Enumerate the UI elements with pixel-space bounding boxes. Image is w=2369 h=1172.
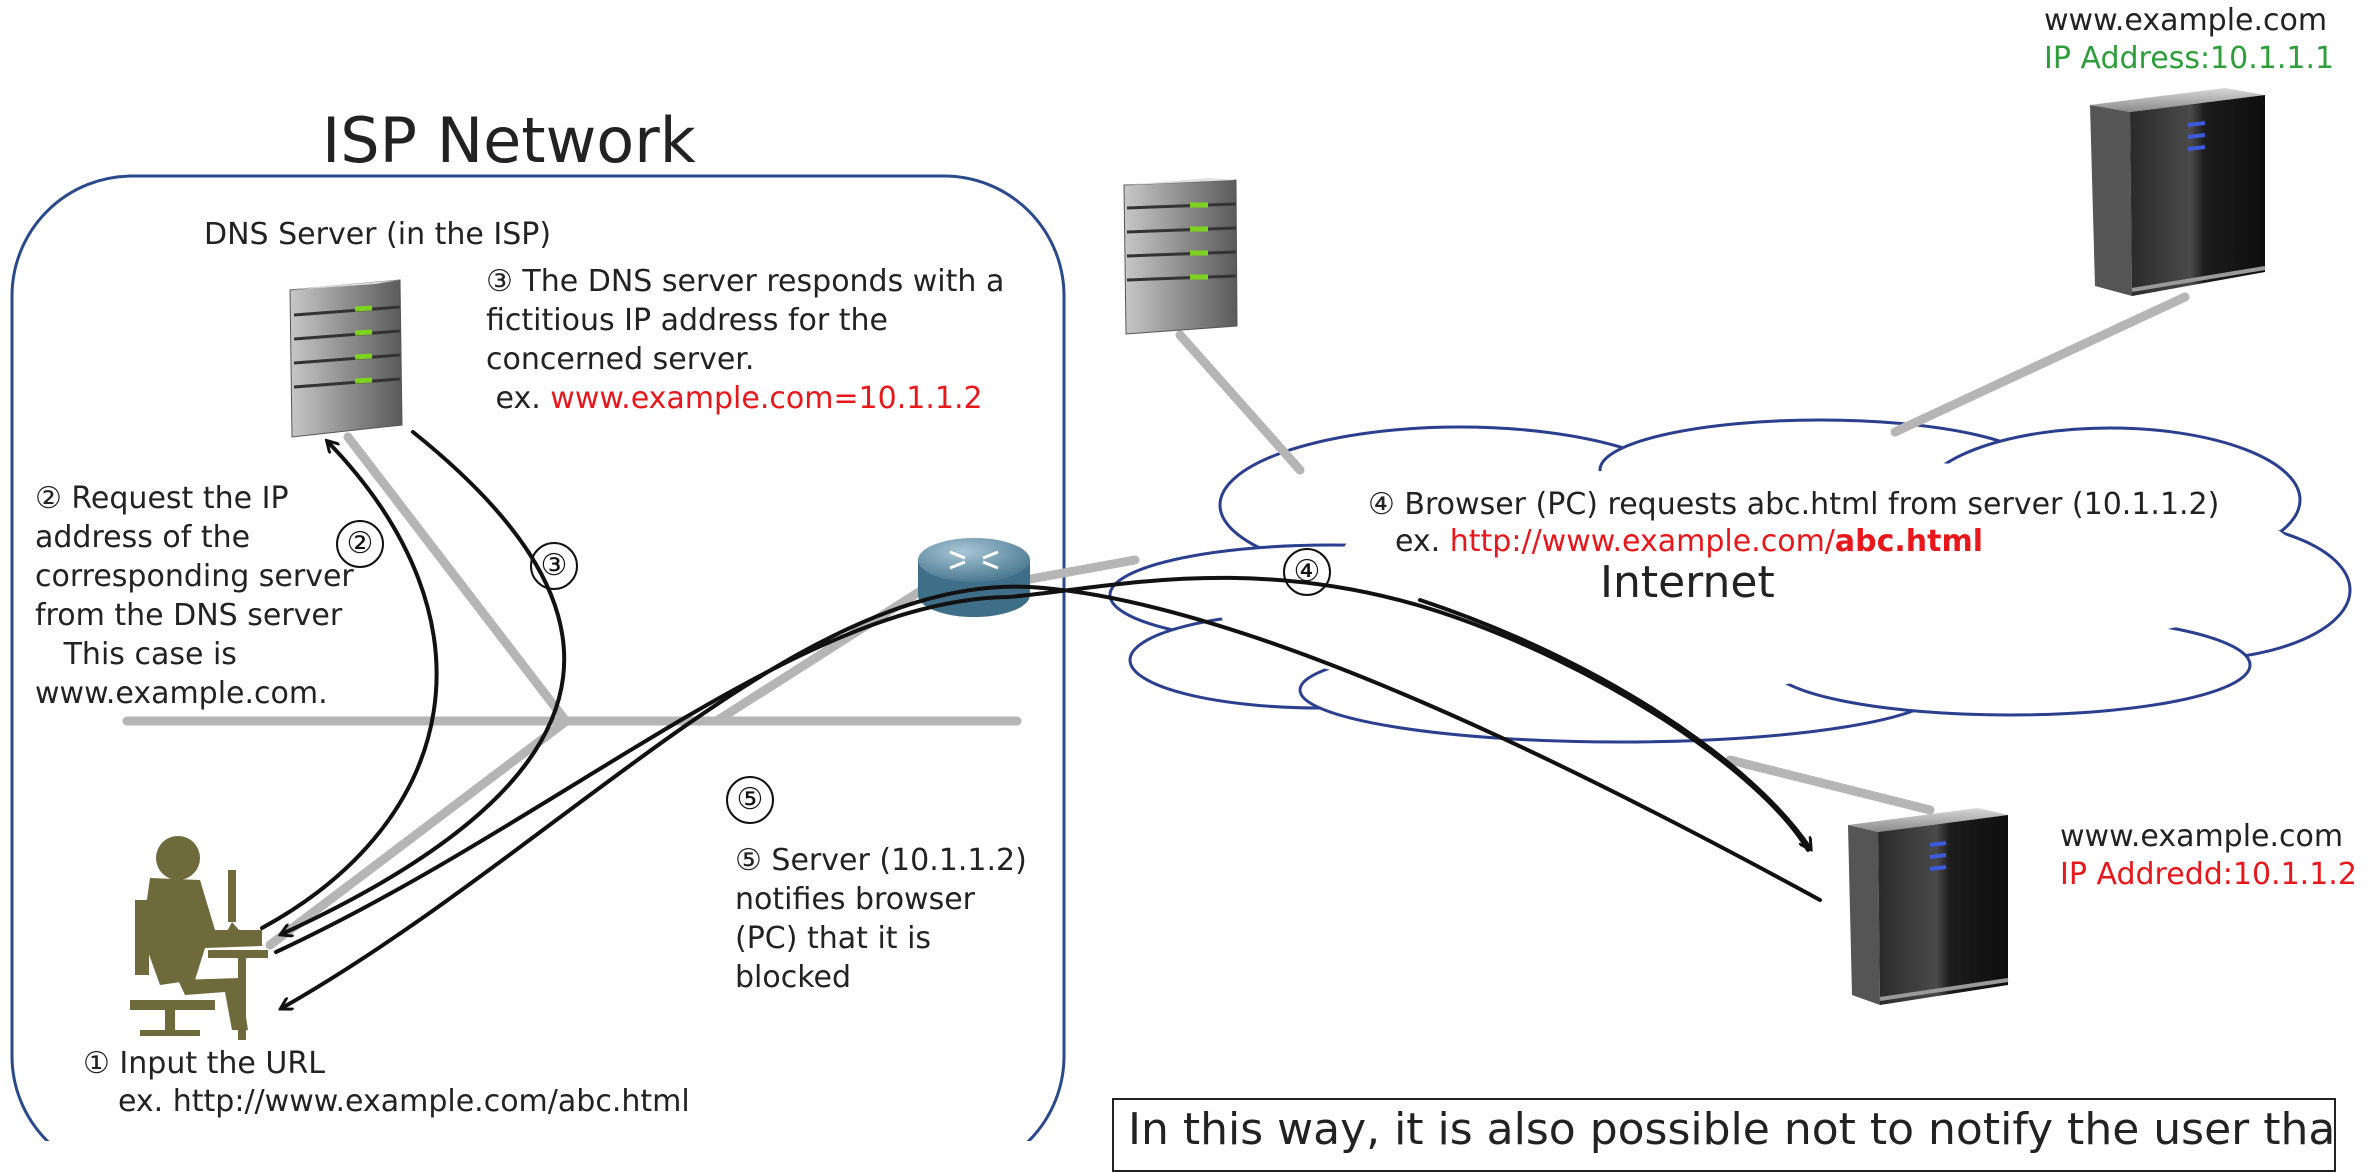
step2-line2: address of the [35,520,251,555]
flow-arrows [260,430,1822,1008]
step2-line3: corresponding server [35,559,354,594]
arrow-step5 [282,584,1822,1008]
arrow-step3 [282,430,567,934]
step3-line1: ③ The DNS server responds with a [486,264,1005,299]
wire-pc-bus [265,717,570,950]
internet-dns-server-icon [1123,178,1238,335]
wire-dns-bus [343,432,570,725]
step3-example: ex. www.example.com=10.1.1.2 [486,380,983,418]
wire-bus-router [713,580,935,725]
step2-badge: ② [336,520,384,568]
step1-line2: ex. http://www.example.com/abc.html [118,1084,690,1119]
step2-line4: from the DNS server [35,598,343,633]
step3-badge: ③ [530,542,578,590]
internet-cloud [1108,418,2352,744]
step5-badge: ⑤ [726,776,774,824]
dns-server-label: DNS Server (in the ISP) [204,217,552,252]
step3-example-value: www.example.com=10.1.1.2 [550,381,983,416]
dns-server-icon [289,279,403,438]
fake-server-ip: IP Addredd:10.1.1.2 [2060,857,2357,892]
step5-line1: ⑤ Server (10.1.1.2) [735,843,1027,878]
wire-cloud-fake-server [1725,755,1935,815]
note-text: In this way, it is also possible not to … [1128,1104,2336,1155]
isp-network-boundary [10,174,1066,1141]
wire-router-cloud [1020,555,1140,585]
fake-server-host: www.example.com [2060,819,2344,854]
step4-line1: ④ Browser (PC) requests abc.html from se… [1368,487,2220,522]
step4-example-prefix: ex. [1395,524,1450,559]
step3-line3: concerned server. [486,342,755,377]
isp-network-title: ISP Network [322,104,696,177]
step2-line6: www.example.com. [35,676,328,711]
note-box: In this way, it is also possible not to … [1112,1098,2336,1172]
step4-badge: ④ [1283,548,1331,596]
network-diagram [10,88,2352,1141]
arrow-step4 [274,575,1810,954]
step5-line3: (PC) that it is [735,921,932,956]
step2-line5: This case is [35,637,237,672]
internet-label: Internet [1600,557,1775,608]
wire-real-server-cloud [1890,292,2190,437]
arrow-step2 [260,442,439,930]
step3-example-prefix: ex. [486,381,551,416]
real-server-tower-icon [2090,88,2266,296]
user-pc-icon [130,836,268,1040]
real-server-ip: IP Address:10.1.1.1 [2044,41,2335,76]
step5-line4: blocked [735,960,852,995]
step4-example-file: abc.html [1834,524,1984,559]
step3-line2: fictitious IP address for the [486,303,889,338]
step4-example: ex. http://www.example.com/abc.html [1395,523,1983,561]
real-server-host: www.example.com [2044,3,2328,38]
step1-line1: ① Input the URL [83,1046,325,1081]
step5-line2: notifies browser [735,882,976,917]
step4-example-url: http://www.example.com/ [1449,524,1835,559]
arrow-step4-head [1418,598,1810,848]
wire-rack-cloud [1175,330,1305,475]
fake-server-tower-icon [1848,808,2009,1005]
step2-line1: ② Request the IP [35,481,289,516]
